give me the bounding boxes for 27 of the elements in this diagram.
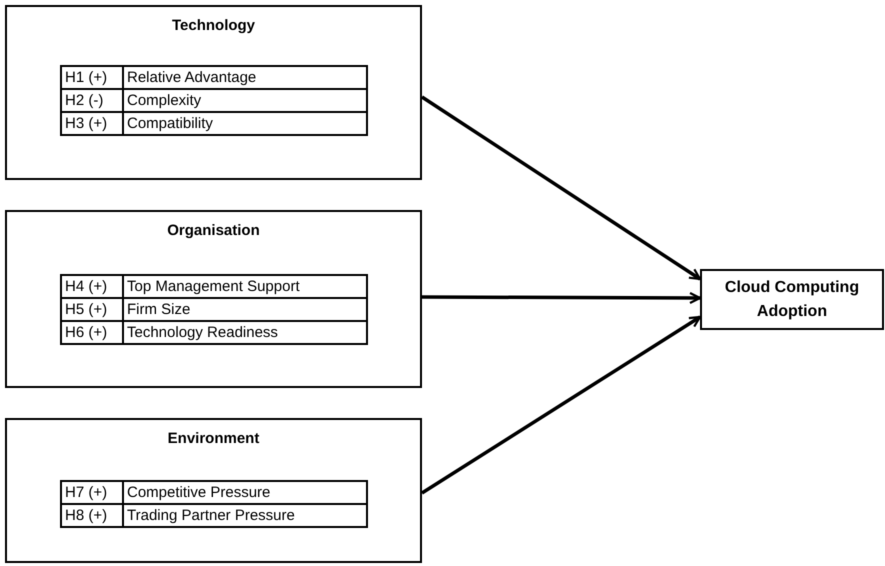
hypothesis-cell: H7 (+) <box>61 481 123 504</box>
construct-cell: Complexity <box>123 89 367 112</box>
construct-cell: Compatibility <box>123 112 367 135</box>
construct-cell: Firm Size <box>123 298 367 321</box>
construct-cell: Technology Readiness <box>123 321 367 344</box>
factor-heading: Technology <box>172 16 256 36</box>
construct-cell: Trading Partner Pressure <box>123 504 367 527</box>
outcome-box <box>700 269 884 330</box>
hypothesis-cell: H1 (+) <box>61 66 123 89</box>
hypothesis-cell: H6 (+) <box>61 321 123 344</box>
arrow <box>422 292 702 304</box>
factor-heading: Organisation <box>167 221 260 241</box>
factor-box <box>5 418 422 563</box>
arrow <box>421 96 702 280</box>
factor-box <box>5 5 422 180</box>
construct-cell: Relative Advantage <box>123 66 367 89</box>
hypothesis-cell: H3 (+) <box>61 112 123 135</box>
hypothesis-cell: H8 (+) <box>61 504 123 527</box>
outcome-label: Cloud Computing Adoption <box>724 278 860 322</box>
arrow <box>421 316 702 494</box>
factor-heading: Environment <box>168 429 260 449</box>
factor-box <box>5 210 422 388</box>
hypothesis-cell: H5 (+) <box>61 298 123 321</box>
construct-cell: Top Management Support <box>123 275 367 298</box>
hypothesis-cell: H4 (+) <box>61 275 123 298</box>
hypothesis-cell: H2 (-) <box>61 89 123 112</box>
construct-cell: Competitive Pressure <box>123 481 367 504</box>
